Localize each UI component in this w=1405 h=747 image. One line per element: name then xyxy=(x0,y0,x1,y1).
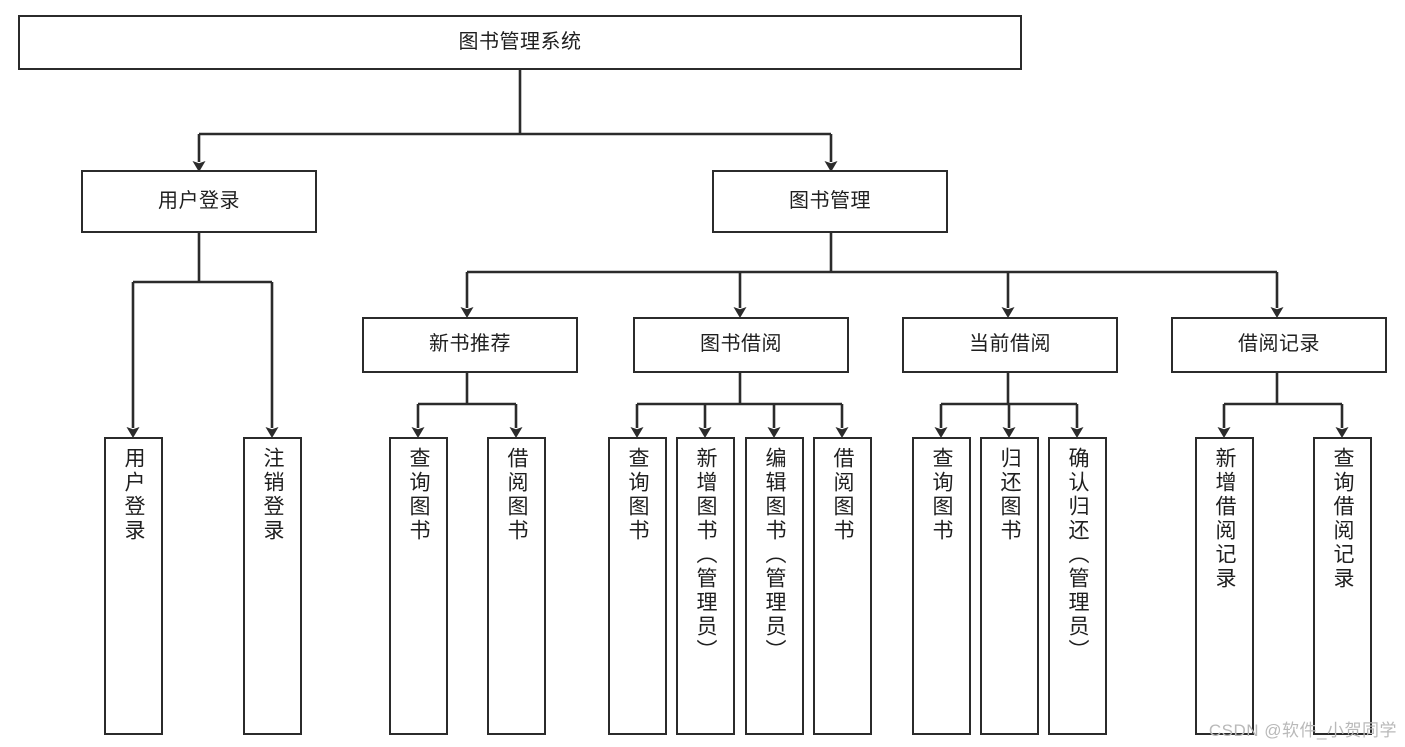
node-current-borrow[interactable]: 当前借阅 xyxy=(902,317,1118,373)
node-label: 新增借阅记录 xyxy=(1213,447,1236,591)
node-new-book-recommend[interactable]: 新书推荐 xyxy=(362,317,578,373)
node-label: 编辑图书（管理员） xyxy=(763,447,786,663)
node-label: 新增图书（管理员） xyxy=(694,447,717,663)
node-label: 查询图书 xyxy=(626,447,649,543)
node-label: 查询图书 xyxy=(407,447,430,543)
node-label: 注销登录 xyxy=(261,447,284,543)
csdn-watermark: CSDN @软件_小贺同学 xyxy=(1208,721,1397,740)
node-label: 借阅图书 xyxy=(505,447,528,543)
node-label: 借阅记录 xyxy=(1238,333,1320,356)
leaf-record-query[interactable]: 查询借阅记录 xyxy=(1313,437,1372,735)
leaf-current-query-book[interactable]: 查询图书 xyxy=(912,437,971,735)
node-label: 确认归还（管理员） xyxy=(1066,447,1089,663)
node-label: 当前借阅 xyxy=(969,333,1051,356)
node-label: 借阅图书 xyxy=(831,447,854,543)
node-book-management[interactable]: 图书管理 xyxy=(712,170,948,233)
node-label: 图书管理 xyxy=(789,189,871,212)
leaf-current-return-book[interactable]: 归还图书 xyxy=(980,437,1039,735)
leaf-borrow-borrow-book[interactable]: 借阅图书 xyxy=(813,437,872,735)
node-label: 用户登录 xyxy=(122,447,145,543)
leaf-new-book-query[interactable]: 查询图书 xyxy=(389,437,448,735)
leaf-borrow-query-book[interactable]: 查询图书 xyxy=(608,437,667,735)
leaf-user-login-signout[interactable]: 注销登录 xyxy=(243,437,302,735)
leaf-borrow-add-book-admin[interactable]: 新增图书（管理员） xyxy=(676,437,735,735)
node-label: 用户登录 xyxy=(158,189,240,212)
leaf-current-confirm-return-admin[interactable]: 确认归还（管理员） xyxy=(1048,437,1107,735)
node-book-borrow[interactable]: 图书借阅 xyxy=(633,317,849,373)
leaf-user-login-signin[interactable]: 用户登录 xyxy=(104,437,163,735)
node-root-system[interactable]: 图书管理系统 xyxy=(18,15,1022,70)
node-label: 查询图书 xyxy=(930,447,953,543)
node-user-login[interactable]: 用户登录 xyxy=(81,170,317,233)
leaf-record-add[interactable]: 新增借阅记录 xyxy=(1195,437,1254,735)
node-label: 图书管理系统 xyxy=(458,30,582,53)
node-label: 图书借阅 xyxy=(700,333,782,356)
node-label: 查询借阅记录 xyxy=(1331,447,1354,591)
node-label: 归还图书 xyxy=(998,447,1021,543)
leaf-new-book-borrow[interactable]: 借阅图书 xyxy=(487,437,546,735)
node-label: 新书推荐 xyxy=(429,333,511,356)
leaf-borrow-edit-book-admin[interactable]: 编辑图书（管理员） xyxy=(745,437,804,735)
node-borrow-record[interactable]: 借阅记录 xyxy=(1171,317,1387,373)
